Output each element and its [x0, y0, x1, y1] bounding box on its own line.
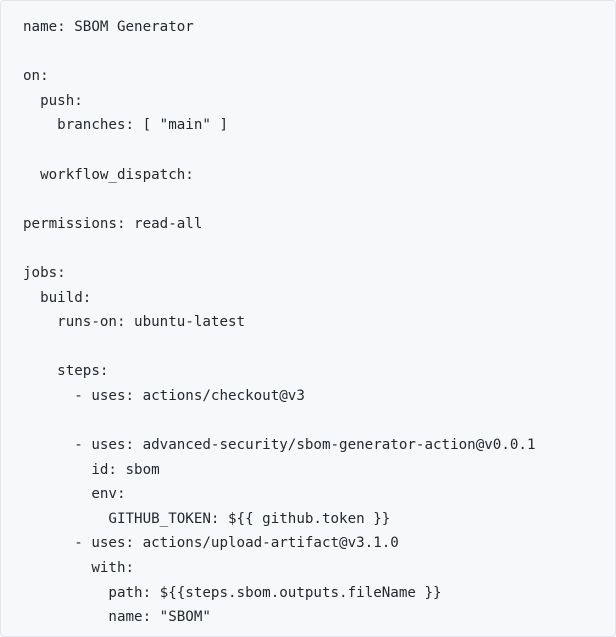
code-line: with: [23, 560, 135, 577]
code-line: build: [23, 289, 92, 306]
code-line: push: [23, 92, 83, 109]
code-line: - uses: actions/upload-artifact@v3.1.0 [23, 535, 399, 552]
code-line: id: sbom [23, 461, 160, 478]
code-line: name: "SBOM" [23, 609, 211, 626]
code-line: branches: [ "main" ] [23, 117, 228, 134]
code-line: path: ${{steps.sbom.outputs.fileName }} [23, 584, 442, 601]
code-line: - uses: advanced-security/sbom-generator… [23, 437, 536, 454]
code-line: permissions: read-all [23, 215, 203, 232]
code-line: env: [23, 486, 126, 503]
yaml-code[interactable]: name: SBOM Generator on: push: branches: … [23, 15, 536, 630]
code-line: workflow_dispatch: [23, 166, 194, 183]
code-line [23, 138, 536, 163]
code-line: steps: [23, 363, 109, 380]
code-line: jobs: [23, 264, 66, 281]
code-line: name: SBOM Generator [23, 19, 194, 35]
code-line [23, 236, 536, 261]
code-line: GITHUB_TOKEN: ${{ github.token }} [23, 510, 391, 527]
code-line [23, 335, 536, 360]
code-line: runs-on: ubuntu-latest [23, 314, 246, 331]
code-line: on: [23, 68, 49, 85]
code-line: - uses: actions/checkout@v3 [23, 387, 305, 404]
code-line [23, 40, 536, 65]
code-line [23, 409, 536, 434]
code-line [23, 187, 536, 212]
